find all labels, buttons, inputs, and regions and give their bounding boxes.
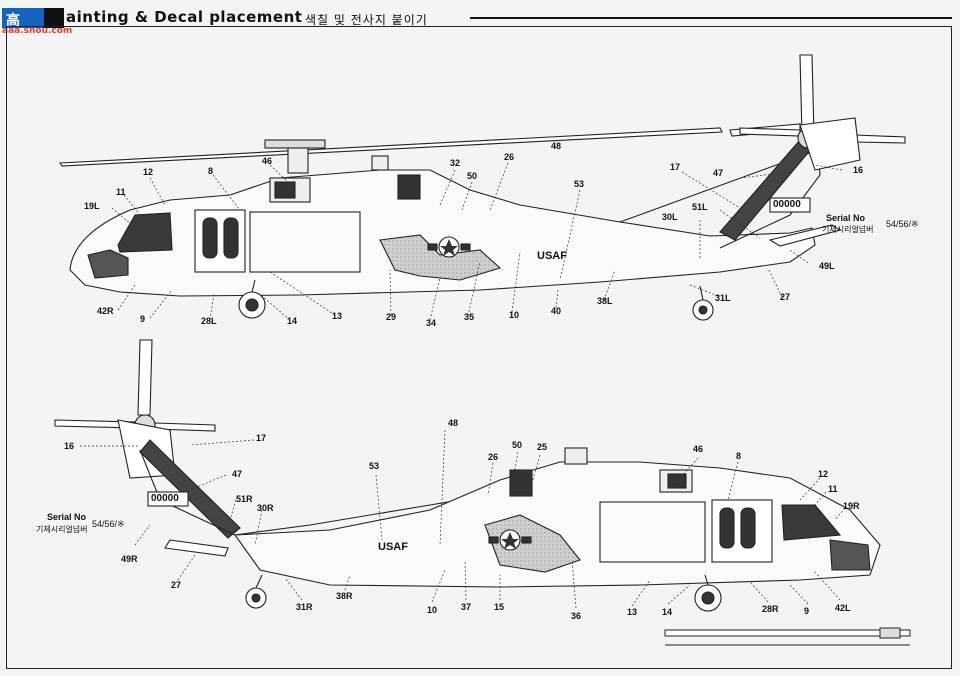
callout-13r: 13 bbox=[627, 607, 638, 617]
callout-36: 36 bbox=[571, 611, 582, 621]
callout-48r: 48 bbox=[448, 418, 459, 428]
callout-47r: 47 bbox=[232, 469, 243, 479]
serial-suffix-left: 54/56/※ bbox=[886, 219, 919, 229]
left-leader-lines bbox=[111, 162, 843, 321]
usaf-marking-right: USAF bbox=[378, 541, 408, 553]
right-leader-lines bbox=[80, 429, 846, 609]
callout-40: 40 bbox=[551, 306, 562, 316]
callout-38l: 38L bbox=[597, 296, 613, 306]
callout-10r: 10 bbox=[427, 605, 438, 615]
serial-korean-right: 기체시리얼넘버 bbox=[36, 525, 88, 534]
callout-16r: 16 bbox=[64, 441, 75, 451]
callout-13: 13 bbox=[332, 311, 343, 321]
callout-27: 27 bbox=[780, 292, 791, 302]
callout-48: 48 bbox=[551, 141, 562, 151]
callout-26: 26 bbox=[504, 152, 515, 162]
callout-14r: 14 bbox=[662, 607, 673, 617]
sheet-frame bbox=[6, 26, 952, 669]
callout-42l: 42L bbox=[835, 603, 851, 613]
callout-9r: 9 bbox=[804, 606, 810, 616]
callout-31r: 31R bbox=[296, 602, 313, 612]
callout-16: 16 bbox=[853, 165, 864, 175]
serial-label-right: Serial No bbox=[47, 512, 87, 522]
callout-37: 37 bbox=[461, 602, 472, 612]
site-watermark: aaa.shou.com bbox=[2, 26, 73, 36]
serial-number-left: 00000 bbox=[773, 199, 801, 210]
callout-51l: 51L bbox=[692, 202, 708, 212]
callout-12r: 12 bbox=[818, 469, 829, 479]
callout-12: 12 bbox=[143, 167, 154, 177]
callout-38r: 38R bbox=[336, 591, 353, 601]
callout-15: 15 bbox=[494, 602, 505, 612]
title-initial-box bbox=[44, 8, 64, 28]
callout-19l: 19L bbox=[84, 201, 100, 211]
right-side-view bbox=[54, 339, 881, 612]
page-subtitle-korean: 색칠 및 전사지 붙이기 bbox=[305, 13, 428, 27]
callout-49l: 49L bbox=[819, 261, 835, 271]
callout-30r: 30R bbox=[257, 503, 274, 513]
serial-korean-left: 기체시리얼넘버 bbox=[822, 225, 874, 234]
callout-28l: 28L bbox=[201, 316, 217, 326]
callout-53r: 53 bbox=[369, 461, 380, 471]
site-logo: 高 bbox=[2, 8, 44, 29]
serial-number-right: 00000 bbox=[151, 493, 179, 504]
callout-25: 25 bbox=[537, 442, 548, 452]
serial-suffix-right: 54/56/※ bbox=[92, 519, 125, 529]
callout-42r: 42R bbox=[97, 306, 114, 316]
callout-35: 35 bbox=[464, 312, 475, 322]
title-rule bbox=[470, 17, 952, 19]
callout-19r: 19R bbox=[843, 501, 860, 511]
page-title: ainting & Decal placement bbox=[66, 8, 303, 26]
callout-51r: 51R bbox=[236, 494, 253, 504]
callout-30l: 30L bbox=[662, 212, 678, 222]
left-side-view bbox=[59, 54, 906, 321]
callout-32: 32 bbox=[450, 158, 461, 168]
callout-26r: 26 bbox=[488, 452, 499, 462]
callout-49r: 49R bbox=[121, 554, 138, 564]
callout-53: 53 bbox=[574, 179, 585, 189]
callout-8r: 8 bbox=[736, 451, 742, 461]
callout-50: 50 bbox=[467, 171, 478, 181]
callout-28r: 28R bbox=[762, 604, 779, 614]
callout-46r: 46 bbox=[693, 444, 704, 454]
callout-34: 34 bbox=[426, 318, 437, 328]
header: 高 ainting & Decal placement 색칠 및 전사지 붙이기 bbox=[0, 4, 960, 29]
callout-9: 9 bbox=[140, 314, 146, 324]
callout-8: 8 bbox=[208, 166, 214, 176]
callout-47: 47 bbox=[713, 168, 724, 178]
callout-11r: 11 bbox=[828, 484, 838, 494]
rotor-blade-plan bbox=[664, 627, 911, 646]
callout-31l: 31L bbox=[715, 293, 731, 303]
usaf-marking-left: USAF bbox=[537, 250, 567, 262]
callout-10: 10 bbox=[509, 310, 520, 320]
callout-17: 17 bbox=[670, 162, 681, 172]
callout-29: 29 bbox=[386, 312, 397, 322]
callout-11: 11 bbox=[116, 187, 126, 197]
callout-14: 14 bbox=[287, 316, 298, 326]
callout-46: 46 bbox=[262, 156, 273, 166]
serial-label-left: Serial No bbox=[826, 213, 866, 223]
callout-27r: 27 bbox=[171, 580, 182, 590]
callout-17r: 17 bbox=[256, 433, 267, 443]
callout-50r: 50 bbox=[512, 440, 523, 450]
